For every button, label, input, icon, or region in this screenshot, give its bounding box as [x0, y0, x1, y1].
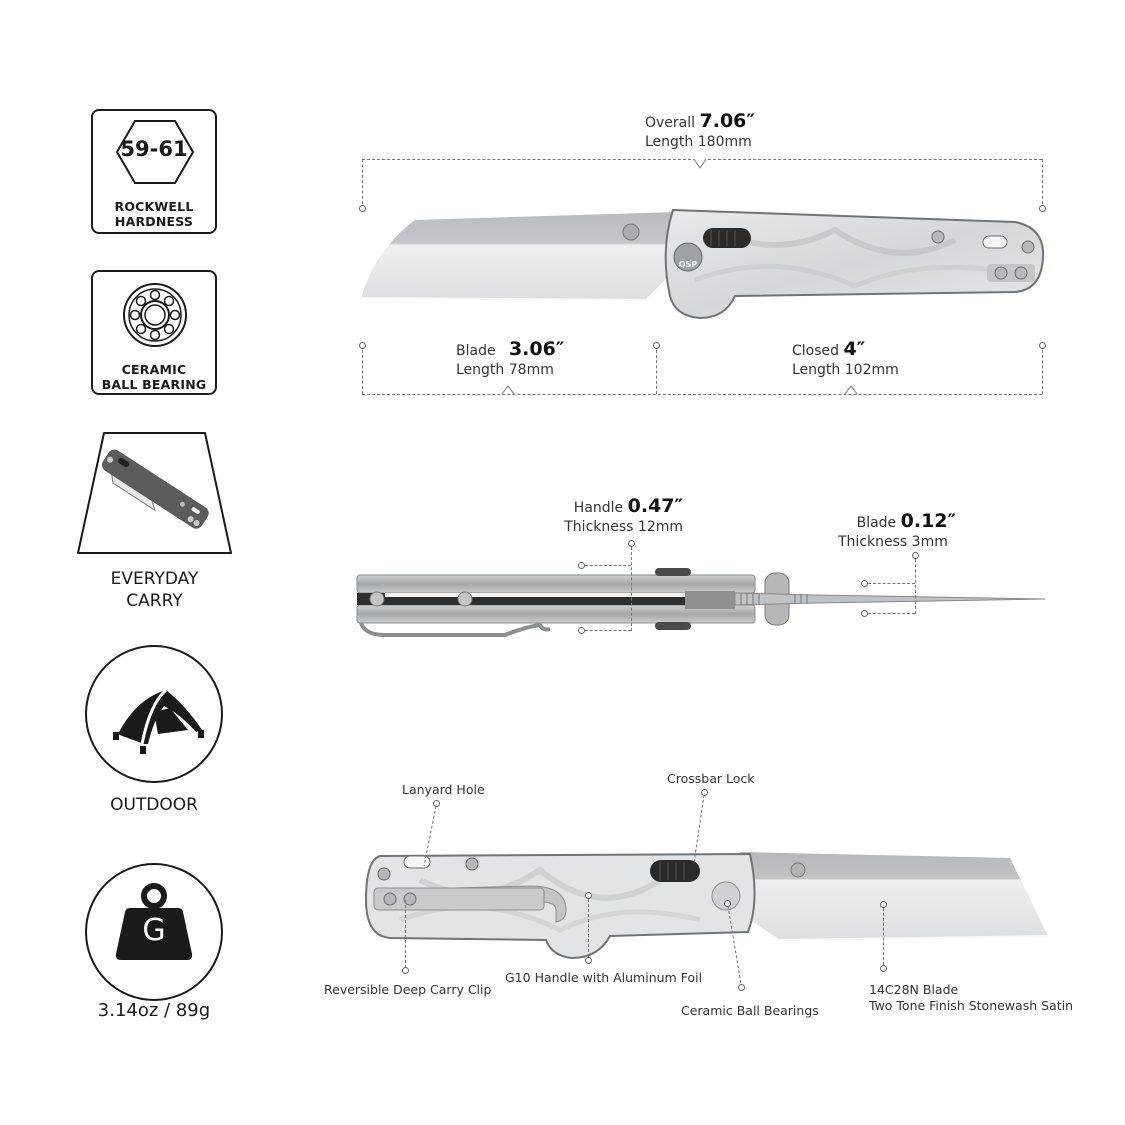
handle-thickness-lower-dot	[578, 627, 585, 634]
blade-thickness-word1: Blade	[856, 515, 897, 531]
knife-open-image: QSP	[360, 208, 1045, 320]
edc-line1: EVERYDAY	[110, 569, 199, 589]
bearing-label: CERAMIC BALL BEARING	[93, 362, 215, 392]
lanyard-dot	[433, 800, 440, 807]
overall-word1: Overall	[645, 115, 696, 131]
blade-length-mm: 78mm	[508, 362, 554, 378]
closed-length-word2: Length	[792, 362, 841, 378]
handle-thickness-mm: 12mm	[637, 519, 683, 535]
outdoor-label: OUTDOOR	[110, 795, 198, 815]
blade-pointer-icon	[501, 385, 515, 395]
blade-length-word1: Blade	[456, 343, 496, 359]
handle-thickness-label: Handle 0.47″ Thickness 12mm	[555, 497, 683, 537]
mid-tick	[656, 350, 657, 394]
handle-bottom-dot	[585, 957, 592, 964]
closed-right-tick	[1042, 350, 1043, 394]
bearing-bottom-dot	[738, 984, 745, 991]
closed-pointer-icon	[844, 385, 858, 395]
closed-length-inches: 4″	[843, 338, 866, 360]
blade-thickness-vertical	[915, 559, 916, 614]
ball-bearing-icon	[123, 283, 187, 347]
tent-icon	[85, 645, 223, 783]
blade-thickness-lower-leader	[868, 613, 915, 614]
blade-steel-line1: 14C28N Blade	[869, 982, 959, 997]
crossbar-leader	[693, 795, 705, 864]
overall-right-tick	[1042, 159, 1043, 204]
overall-mm: 180mm	[697, 134, 752, 150]
blade-thickness-mm: 3mm	[911, 534, 948, 550]
blade-thickness-word2: Thickness	[838, 534, 908, 550]
logo-text: QSP	[679, 260, 698, 269]
ceramic-bearings-callout: Ceramic Ball Bearings	[681, 1003, 819, 1018]
blade-thickness-top-dot	[912, 552, 919, 559]
blade-length-inches: 3.06″	[508, 338, 565, 360]
hardness-line1: ROCKWELL	[114, 199, 194, 214]
overall-right-dot	[1039, 205, 1046, 212]
blade-thickness-label: Blade 0.12″ Thickness 3mm	[838, 512, 956, 552]
overall-left-tick	[362, 159, 363, 204]
blade-closed-dimension-line	[362, 394, 1042, 395]
blade-thickness-lower-dot	[861, 610, 868, 617]
handle-thickness-vertical	[631, 547, 632, 631]
overall-inches: 7.06″	[699, 110, 755, 132]
handle-thickness-lower-leader	[585, 630, 631, 631]
handle-thickness-upper-leader	[585, 565, 631, 566]
blade-thickness-upper-leader	[868, 583, 915, 584]
knife-back-view-image	[364, 852, 1049, 960]
handle-leader	[588, 899, 589, 957]
blade-steel-callout: 14C28N Blade Two Tone Finish Stonewash S…	[869, 982, 1073, 1014]
handle-thickness-word1: Handle	[573, 500, 624, 516]
handle-thickness-top-dot	[628, 540, 635, 547]
blade-bottom-dot	[880, 965, 887, 972]
bearing-line1: CERAMIC	[121, 362, 187, 377]
weight-glyph: G	[142, 913, 166, 948]
closed-length-word1: Closed	[792, 343, 840, 359]
overall-pointer-icon	[693, 158, 707, 169]
lanyard-leader	[423, 806, 437, 867]
crossbar-dot	[701, 789, 708, 796]
lanyard-hole-callout: Lanyard Hole	[402, 782, 485, 797]
hexagon-icon	[115, 120, 195, 184]
clip-leader	[405, 900, 406, 968]
blade-thickness-upper-dot	[861, 580, 868, 587]
blade-length-word2: Length	[456, 362, 505, 378]
closed-length-label: Closed 4″ Length 102mm	[792, 340, 899, 380]
blade-left-dot	[359, 342, 366, 349]
hardness-value: 59-61	[120, 137, 188, 161]
blade-top-dot	[880, 901, 887, 908]
bearing-badge: CERAMIC BALL BEARING	[91, 270, 217, 395]
crossbar-lock-callout: Crossbar Lock	[667, 771, 755, 786]
hardness-line2: HARDNESS	[114, 214, 194, 229]
handle-thickness-word2: Thickness	[564, 519, 634, 535]
clip-dot	[402, 967, 409, 974]
bearing-top-dot	[724, 900, 731, 907]
handle-thickness-inches: 0.47″	[627, 495, 683, 517]
weight-icon	[85, 863, 223, 1001]
carry-clip-callout: Reversible Deep Carry Clip	[324, 982, 492, 997]
edc-line2: CARRY	[126, 591, 183, 611]
everyday-carry-icon	[77, 432, 232, 554]
closed-length-mm: 102mm	[844, 362, 899, 378]
hardness-badge: 59-61 ROCKWELL HARDNESS	[91, 109, 217, 234]
overall-length-label: Overall 7.06″ Length 180mm	[645, 112, 755, 152]
weight-label: 3.14oz / 89g	[97, 1000, 211, 1021]
blade-leader	[883, 908, 884, 965]
everyday-carry-label: EVERYDAY CARRY	[76, 568, 233, 612]
blade-thickness-inches: 0.12″	[900, 510, 956, 532]
bearing-leader	[727, 906, 742, 985]
handle-thickness-upper-dot	[578, 562, 585, 569]
blade-steel-line2: Two Tone Finish Stonewash Satin	[869, 998, 1073, 1013]
g10-handle-callout: G10 Handle with Aluminum Foil	[505, 970, 703, 985]
handle-top-dot	[585, 892, 592, 899]
bearing-line2: BALL BEARING	[101, 377, 207, 392]
blade-length-label: Blade 3.06″ Length 78mm	[456, 340, 564, 380]
overall-left-dot	[359, 205, 366, 212]
blade-left-tick	[362, 350, 363, 394]
overall-word2: Length	[645, 134, 694, 150]
blade-mid-dot	[653, 342, 660, 349]
closed-right-dot	[1039, 342, 1046, 349]
hardness-label: ROCKWELL HARDNESS	[93, 199, 215, 229]
knife-top-view-image	[356, 568, 1046, 637]
